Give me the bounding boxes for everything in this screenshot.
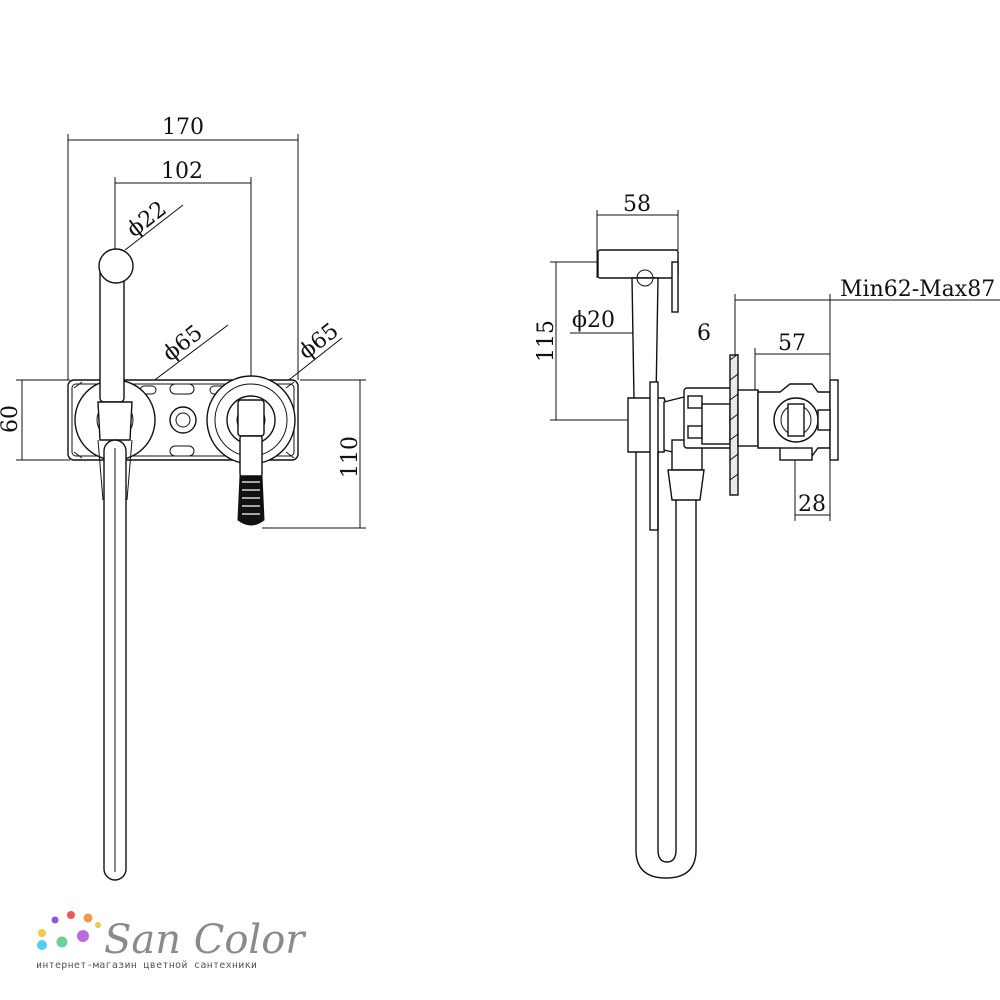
logo-dot (67, 911, 75, 919)
logo-dot (83, 913, 93, 923)
logo-dot (51, 916, 59, 924)
dimension-phi22: ϕ22 (122, 197, 184, 251)
dimension-170: 170 (67, 115, 299, 380)
dim-57-label: 57 (778, 331, 806, 356)
dim-min-max-label: Min62-Max87 (840, 277, 995, 302)
dimension-min-max: Min62-Max87 (734, 277, 1000, 410)
side-hose (635, 452, 697, 879)
dim-phi65-right-label: ϕ65 (294, 319, 343, 365)
dimension-57: 57 (754, 331, 830, 390)
logo-dot (56, 936, 68, 948)
front-view: 170 102 ϕ22 ϕ65 ϕ65 60 (0, 115, 366, 881)
side-concealed-box (757, 379, 839, 461)
dim-phi22-label: ϕ22 (122, 197, 171, 243)
right-rosette (206, 375, 296, 526)
dim-phi20-label: ϕ20 (572, 308, 615, 333)
dim-115-label: 115 (534, 320, 559, 362)
dim-58-label: 58 (623, 192, 651, 217)
dim-60-label: 60 (0, 405, 23, 433)
dim-102-label: 102 (161, 159, 203, 184)
logo-dot (38, 929, 46, 937)
dimension-115: 115 (534, 261, 630, 421)
side-valve-body (683, 353, 759, 496)
side-shower-head (597, 249, 679, 401)
sancolor-logo: San Color интернет-магазин цветной санте… (36, 911, 307, 971)
dimension-phi65-right: ϕ65 (284, 319, 344, 384)
dimension-60: 60 (0, 379, 70, 461)
side-outlet (667, 439, 705, 501)
logo-dot (95, 922, 101, 928)
dimension-phi65-left: ϕ65 (147, 321, 229, 386)
hand-shower (97, 248, 134, 881)
side-view: 58 115 ϕ20 6 Min62-Max87 57 (534, 192, 1000, 879)
logo-dot (37, 940, 47, 950)
dim-6-label: 6 (697, 321, 711, 346)
logo-tagline: интернет-магазин цветной сантехники (36, 959, 257, 971)
logo-name: San Color (104, 917, 307, 963)
logo-dot (77, 930, 89, 942)
dim-110-label: 110 (338, 436, 363, 478)
dim-170-label: 170 (162, 115, 204, 140)
dimension-110: 110 (262, 379, 366, 529)
dim-phi65-left-label: ϕ65 (158, 321, 207, 367)
dimension-28: 28 (794, 455, 831, 521)
dimension-58: 58 (596, 192, 679, 278)
dimension-phi20: ϕ20 (570, 308, 650, 334)
dim-28-label: 28 (798, 492, 826, 517)
dimension-102: 102 (114, 159, 252, 380)
